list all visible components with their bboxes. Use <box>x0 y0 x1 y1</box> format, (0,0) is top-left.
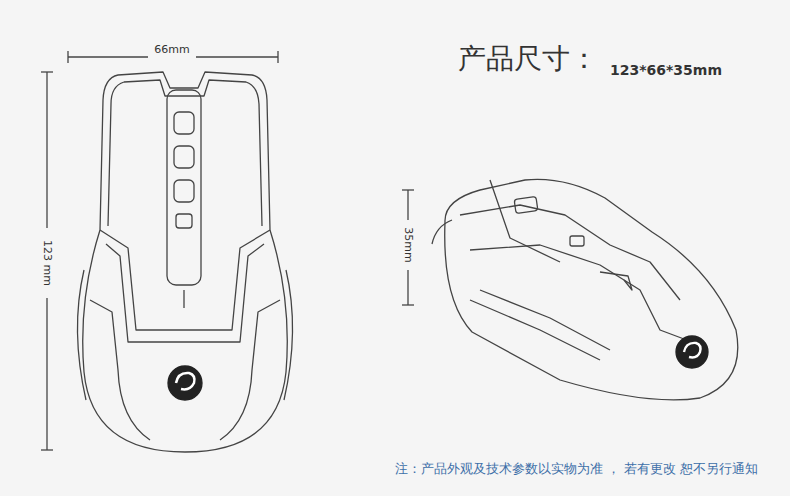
mouse-top-view <box>77 72 292 452</box>
mouse-outline <box>108 82 124 226</box>
logo-mark <box>176 373 194 389</box>
panel-line <box>470 245 700 345</box>
note: 注：产品外观及技术参数以实物为准 ， 若有更改 恕不另行通知 <box>395 462 758 476</box>
scroll-strip <box>167 90 201 285</box>
dimension-line <box>46 72 47 228</box>
dimension-tick <box>402 189 414 190</box>
logo <box>168 366 202 400</box>
dimension-tick <box>277 51 278 63</box>
grip-line <box>77 270 86 400</box>
dimension-line <box>196 56 278 57</box>
dimension-tick <box>41 449 53 450</box>
dimension-tick <box>67 51 68 63</box>
dimension-label: 35mm <box>402 227 414 262</box>
dimension-summary: 123*66*35mm <box>610 63 722 78</box>
grip-line <box>284 270 293 400</box>
button <box>174 146 194 168</box>
dimension-label: 66mm <box>154 44 189 56</box>
panel-line <box>106 244 264 342</box>
mouse-outline <box>124 80 262 226</box>
cable <box>432 220 452 244</box>
mouse-outline <box>83 72 288 452</box>
button <box>174 180 194 202</box>
dimension-line <box>402 190 414 305</box>
mouse-outline <box>445 179 738 399</box>
panel-line <box>460 205 680 300</box>
dimension-line <box>46 298 47 450</box>
dimension-label: 123 mm <box>41 240 53 286</box>
panel-line <box>220 300 280 440</box>
logo <box>676 336 708 368</box>
panel-line <box>600 272 632 290</box>
button <box>514 197 538 214</box>
grip-line <box>470 290 610 360</box>
dimension-tick <box>41 71 53 72</box>
dimension-line <box>407 270 408 305</box>
dpi-button <box>570 236 584 246</box>
dimension-tick <box>402 304 414 305</box>
button <box>174 112 194 134</box>
seam-line <box>183 290 184 308</box>
mouse-side-view <box>432 179 738 399</box>
dimension-line <box>41 72 53 450</box>
panel-line <box>490 180 560 262</box>
dpi-button <box>176 214 192 228</box>
dimension-line <box>407 190 408 220</box>
panel-line <box>90 300 150 440</box>
dimension-line <box>68 56 148 57</box>
logo-mark <box>684 343 701 358</box>
title: 产品尺寸： <box>458 44 598 75</box>
